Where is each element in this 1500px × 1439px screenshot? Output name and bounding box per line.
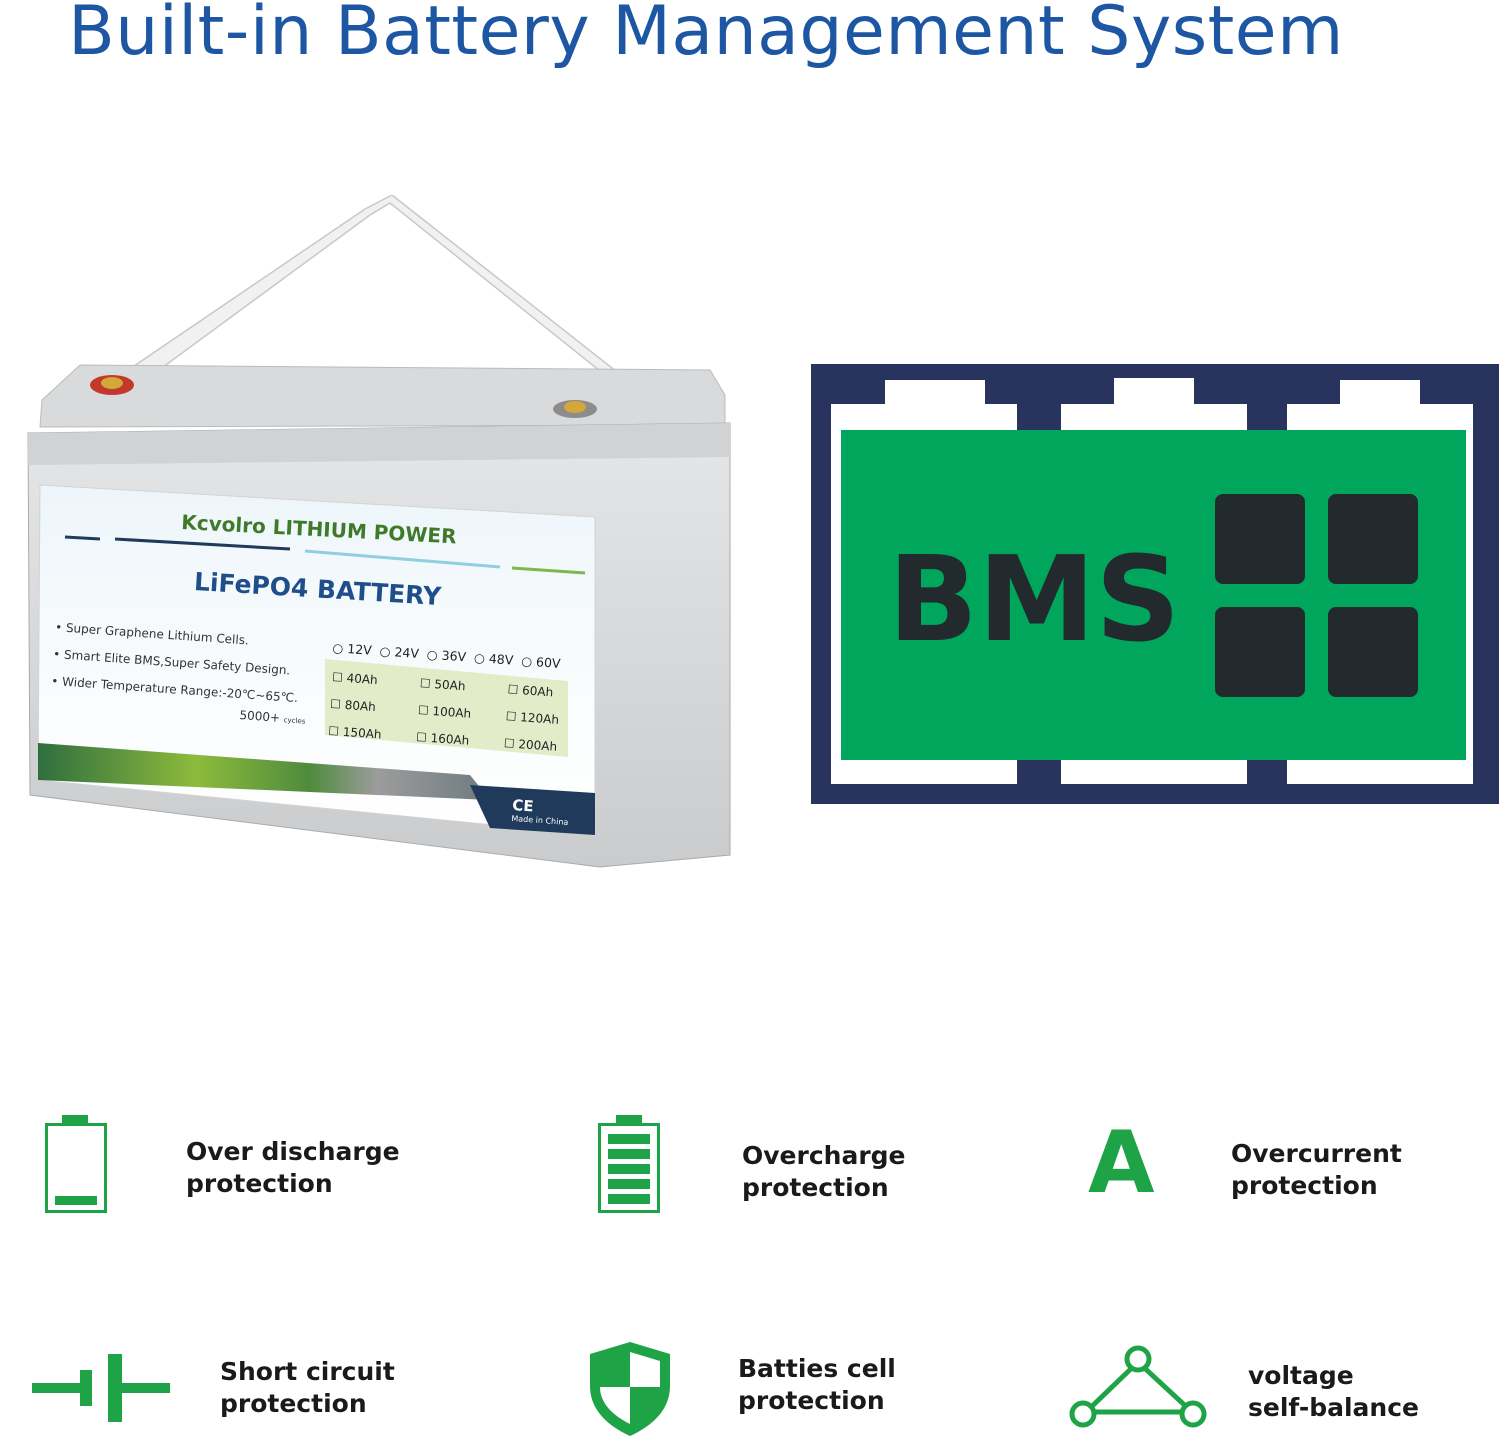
capacitor-icon (32, 1354, 170, 1422)
battery-low-icon (45, 1115, 107, 1213)
ampere-icon: A (1088, 1113, 1155, 1213)
bms-chip (1328, 607, 1418, 697)
feature-label-cell-protection: Batties cell protection (738, 1354, 896, 1415)
voltage-option: ○ 12V (331, 640, 373, 658)
feature-label-overcharge: Overcharge protection (742, 1141, 906, 1202)
bms-chip (1215, 494, 1305, 584)
feature-label-over-discharge: Over discharge protection (186, 1137, 400, 1198)
voltage-option: ○ 60V (520, 653, 562, 671)
voltage-option: ○ 48V (473, 649, 514, 668)
voltage-option: ○ 24V (379, 643, 420, 662)
capacity-option: ☐ 200Ah (503, 736, 558, 754)
battery-full-icon (598, 1115, 660, 1213)
voltage-option: ○ 36V (426, 646, 467, 665)
battery-product-image (27, 195, 731, 868)
triangle-nodes-icon (1069, 1345, 1207, 1428)
bms-chip (1215, 607, 1305, 697)
bms-text: BMS (888, 530, 1180, 668)
capacity-option: ☐ 120Ah (505, 709, 560, 727)
battery-lid (39, 364, 726, 428)
bms-chip (1328, 494, 1418, 584)
feature-label-short-circuit: Short circuit protection (220, 1357, 395, 1418)
battery-bullets: • Super Graphene Lithium Cells. • Smart … (50, 614, 302, 712)
capacity-option: ☐ 60Ah (507, 682, 554, 700)
page-title: Built-in Battery Management System (68, 0, 1344, 71)
capacity-options: ☐ 40Ah☐ 50Ah☐ 60Ah ☐ 80Ah☐ 100Ah☐ 120Ah … (327, 664, 561, 761)
shield-icon (590, 1342, 670, 1436)
bms-board (841, 430, 1466, 760)
certification-marks: CE Made in China (511, 796, 570, 827)
bms-graphic: BMS (811, 364, 1499, 804)
feature-label-self-balance: voltage self-balance (1248, 1361, 1419, 1422)
feature-label-overcurrent: Overcurrent protection (1231, 1139, 1402, 1200)
